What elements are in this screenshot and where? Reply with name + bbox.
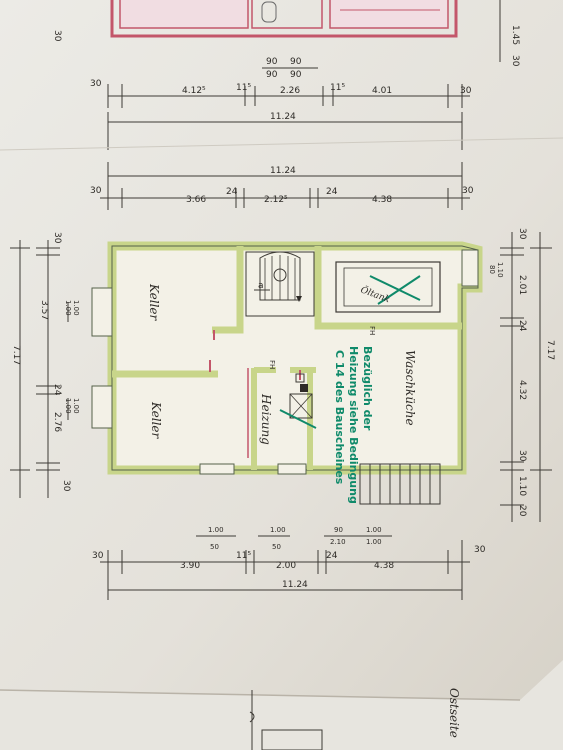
row1-small-1: 90 bbox=[290, 57, 302, 67]
row2-seg-2: 2.12⁵ bbox=[264, 195, 288, 205]
bottom-row-1: 3.90 bbox=[180, 561, 200, 571]
note-line-3: C 14 des Bauscheines bbox=[333, 350, 346, 485]
row1-end-left: 30 bbox=[90, 79, 102, 89]
row2-seg-1: 24 bbox=[226, 187, 238, 197]
dimension-right: 30 2.01 24 4.32 30 1.10 20 7.17 1.10 80 bbox=[488, 228, 555, 522]
left-window-1: 1.00 bbox=[64, 300, 72, 316]
row2-end-right: 30 bbox=[462, 186, 474, 196]
bottom-opening-6: 1.00 bbox=[366, 526, 382, 534]
building-outline bbox=[91, 241, 483, 475]
upper-floor-fragment bbox=[110, 0, 458, 38]
row2-seg-3: 24 bbox=[326, 187, 338, 197]
bottom-opening-5: 2.10 bbox=[330, 538, 346, 546]
row1-seg-1: 11⁵ bbox=[236, 83, 251, 93]
left-part-4: 30 bbox=[61, 480, 71, 492]
bottom-row-4: 24 bbox=[326, 551, 338, 561]
dimension-bottom-total: 11.24 bbox=[108, 580, 462, 591]
bottom-opening-1: 50 bbox=[210, 543, 219, 551]
lower-sheet bbox=[0, 660, 563, 750]
paper-fold bbox=[0, 137, 563, 151]
dimension-total-1: 11.24 bbox=[107, 112, 463, 150]
left-window-3: 1.00 bbox=[64, 398, 72, 414]
note-line-1: Bezüglich der bbox=[361, 346, 374, 431]
right-small-0: 1.10 bbox=[496, 262, 504, 278]
right-part-2: 24 bbox=[517, 320, 527, 332]
heating-unit bbox=[279, 373, 317, 429]
note-line-2: Heizung siehe Bedingung bbox=[347, 346, 360, 504]
right-small-1: 80 bbox=[488, 265, 496, 274]
left-window-0: 1.00 bbox=[72, 300, 80, 316]
lower-sheet-fragment: Ostseite bbox=[249, 688, 461, 750]
row1-seg-0: 4.12⁵ bbox=[182, 86, 206, 96]
top-right-dim-0: 30 bbox=[510, 55, 520, 67]
staircase: a bbox=[245, 251, 315, 317]
row2-seg-4: 4.38 bbox=[372, 195, 392, 205]
bottom-row-2: 11⁵ bbox=[236, 551, 251, 561]
row1-small-2: 90 bbox=[266, 70, 278, 80]
room-keller-top: Keller bbox=[147, 283, 161, 322]
top-right-dim-1: 1.45 bbox=[510, 25, 520, 45]
heating-note: Bezüglich der Heizung siehe Bedingung C … bbox=[333, 346, 374, 504]
total-2-label: 11.24 bbox=[270, 166, 296, 176]
left-part-2: 24 bbox=[52, 384, 62, 396]
dimension-bottom-row: 30 3.90 11⁵ 2.00 24 4.38 30 bbox=[92, 540, 486, 600]
row1-seg-2: 2.26 bbox=[280, 86, 300, 96]
ostseite-label: Ostseite bbox=[447, 688, 461, 738]
fh-label-wasch: FH bbox=[368, 326, 376, 335]
dimension-row-2: 30 3.66 24 2.12⁵ 24 4.38 30 bbox=[90, 186, 474, 208]
bottom-total: 11.24 bbox=[282, 580, 308, 590]
top-left-dim: 30 bbox=[52, 30, 62, 42]
dimension-left: 30 3.57 24 2.76 30 7.17 1.00 1.00 1.00 1… bbox=[10, 232, 80, 498]
right-part-1: 2.01 bbox=[517, 275, 527, 295]
fh-label-heizung: FH bbox=[268, 360, 276, 369]
outside-steps bbox=[359, 463, 441, 505]
row1-seg-4: 4.01 bbox=[372, 86, 392, 96]
room-waschkueche: Waschküche bbox=[403, 350, 417, 426]
row1-small-0: 90 bbox=[266, 57, 278, 67]
sheet-edge bbox=[0, 689, 521, 701]
left-part-0: 30 bbox=[52, 232, 62, 244]
bottom-opening-3: 50 bbox=[272, 543, 281, 551]
row1-end-right: 30 bbox=[460, 86, 472, 96]
bottom-row-5: 4.38 bbox=[374, 561, 394, 571]
row1-seg-3: 11⁵ bbox=[330, 83, 345, 93]
dimension-total-2: 11.24 bbox=[107, 162, 463, 210]
total-1-label: 11.24 bbox=[270, 112, 296, 122]
bottom-opening-2: 1.00 bbox=[270, 526, 286, 534]
right-part-5: 1.10 bbox=[517, 476, 527, 496]
left-part-3: 2.76 bbox=[52, 412, 62, 432]
right-part-0: 30 bbox=[517, 228, 527, 240]
bottom-opening-4: 90 bbox=[334, 526, 343, 534]
dimension-bottom-openings: 1.00 50 1.00 50 90 2.10 1.00 1.00 bbox=[196, 526, 392, 551]
right-part-4: 30 bbox=[517, 450, 527, 462]
row2-end-left: 30 bbox=[90, 186, 102, 196]
right-part-3: 4.32 bbox=[517, 380, 527, 400]
left-window-2: 1.00 bbox=[72, 398, 80, 414]
room-keller-bottom: Keller bbox=[149, 401, 163, 440]
dimension-row-1: 30 4.12⁵ 11⁵ 2.26 11⁵ 4.01 30 90 90 90 9… bbox=[90, 57, 472, 108]
row2-seg-0: 3.66 bbox=[186, 195, 206, 205]
bottom-opening-7: 1.00 bbox=[366, 538, 382, 546]
right-part-6: 20 bbox=[517, 505, 527, 517]
bottom-opening-0: 1.00 bbox=[208, 526, 224, 534]
left-total: 7.17 bbox=[11, 345, 21, 365]
bottom-row-0: 30 bbox=[92, 551, 104, 561]
stair-label: a bbox=[258, 281, 264, 291]
left-part-1: 3.57 bbox=[39, 300, 49, 320]
right-total: 7.17 bbox=[545, 340, 555, 360]
bottom-row-6: 30 bbox=[474, 545, 486, 555]
row1-small-3: 90 bbox=[290, 70, 302, 80]
bottom-row-3: 2.00 bbox=[276, 561, 296, 571]
room-heizung: Heizung bbox=[259, 393, 273, 445]
